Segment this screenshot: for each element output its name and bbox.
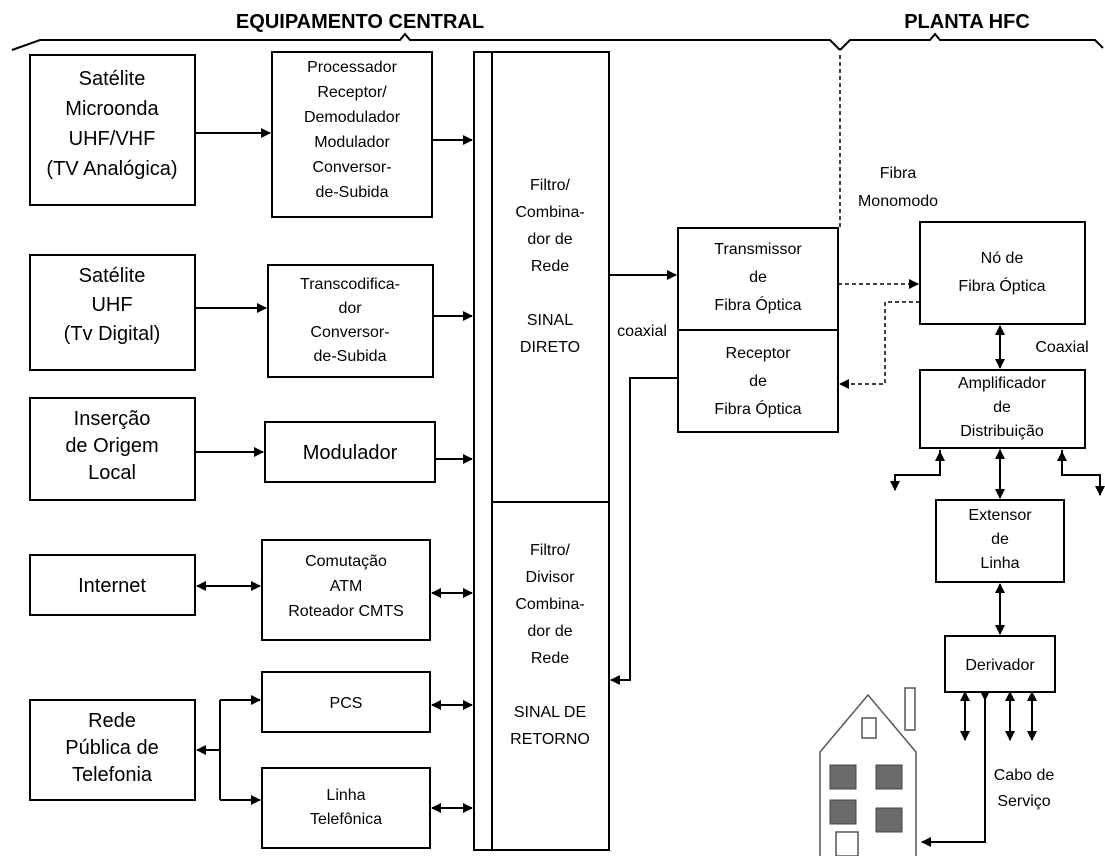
label-line: Extensor bbox=[968, 507, 1032, 524]
label-line: (TV Analógica) bbox=[46, 158, 177, 180]
label-line: de bbox=[993, 399, 1011, 416]
internet-label: Internet bbox=[78, 575, 146, 597]
header-hfc: PLANTA HFC bbox=[904, 11, 1030, 33]
label-line: Nó de bbox=[981, 250, 1024, 267]
label-line: Roteador CMTS bbox=[288, 603, 404, 620]
label-line: Satélite bbox=[79, 68, 146, 90]
label-line: UHF/VHF bbox=[69, 128, 156, 150]
label-line: Conversor- bbox=[312, 159, 391, 176]
phone-line-box bbox=[262, 768, 430, 848]
label-line: Rede bbox=[531, 650, 569, 667]
fiber-node-box bbox=[920, 222, 1085, 324]
label-line: Satélite bbox=[79, 265, 146, 287]
label-line: Linha bbox=[326, 787, 365, 804]
label-line: PCS bbox=[330, 695, 363, 712]
label-line: Amplificador bbox=[958, 375, 1047, 392]
label-line: SINAL bbox=[527, 312, 573, 329]
label-line: Fibra Óptica bbox=[714, 295, 801, 314]
label-line: Inserção bbox=[74, 408, 151, 430]
label-line: Local bbox=[88, 462, 136, 484]
label-line: Telefonia bbox=[72, 764, 153, 786]
label-line: de Origem bbox=[65, 435, 158, 457]
pcs-label: PCS bbox=[330, 695, 363, 712]
label-line: Transmissor bbox=[714, 241, 802, 258]
arrow-receiver-to-return bbox=[611, 378, 678, 680]
label-line: dor bbox=[338, 300, 362, 317]
label-line: Fibra Óptica bbox=[714, 399, 801, 418]
label-line: Derivador bbox=[965, 657, 1035, 674]
label-line: Monomodo bbox=[858, 193, 938, 210]
label-line: dor de bbox=[527, 623, 572, 640]
amplifier-right-branch bbox=[1062, 450, 1100, 495]
label-line: DIRETO bbox=[520, 339, 580, 356]
label-line: Receptor/ bbox=[317, 84, 387, 101]
label-line: de bbox=[749, 269, 767, 286]
label-line: UHF bbox=[91, 294, 132, 316]
label-line: Demodulador bbox=[304, 109, 401, 126]
label-line: Modulador bbox=[303, 442, 398, 464]
label-line: de-Subida bbox=[316, 184, 389, 201]
label-line: Internet bbox=[78, 575, 146, 597]
label-line: de-Subida bbox=[314, 348, 387, 365]
label-line: Microonda bbox=[65, 98, 159, 120]
label-line: Conversor- bbox=[310, 324, 389, 341]
label-line: Modulador bbox=[314, 134, 390, 151]
label-line: Comutação bbox=[305, 553, 387, 570]
label-line: Filtro/ bbox=[530, 542, 571, 559]
header-brace-central bbox=[12, 34, 840, 50]
label-line: Fibra bbox=[880, 165, 917, 182]
label-line: (Tv Digital) bbox=[64, 323, 161, 345]
label-line: Processador bbox=[307, 59, 397, 76]
label-line: Combina- bbox=[515, 204, 584, 221]
label-line: Divisor bbox=[526, 569, 576, 586]
hfc-coaxial-label: Coaxial bbox=[1035, 339, 1088, 356]
arrow-node-to-receiver bbox=[840, 302, 920, 384]
label-line: RETORNO bbox=[510, 731, 590, 748]
label-line: dor de bbox=[527, 231, 572, 248]
combiner-column-rail bbox=[474, 52, 492, 850]
label-line: Receptor bbox=[726, 345, 792, 362]
label-line: Combina- bbox=[515, 596, 584, 613]
tap-label: Derivador bbox=[965, 657, 1035, 674]
header-brace-hfc bbox=[840, 34, 1103, 50]
modulator-label: Modulador bbox=[303, 442, 398, 464]
label-line: Serviço bbox=[997, 793, 1050, 810]
label-line: Telefônica bbox=[310, 811, 382, 828]
label-line: de bbox=[991, 531, 1009, 548]
amplifier-left-branch bbox=[895, 450, 940, 490]
label-line: de bbox=[749, 373, 767, 390]
service-cable-line bbox=[922, 700, 985, 842]
label-line: Cabo de bbox=[994, 767, 1055, 784]
coaxial-label: coaxial bbox=[617, 323, 667, 340]
forward-combiner-box bbox=[492, 52, 609, 502]
house-icon bbox=[820, 688, 916, 856]
label-line: Pública de bbox=[65, 737, 158, 759]
label-line: Filtro/ bbox=[530, 177, 571, 194]
header-central: EQUIPAMENTO CENTRAL bbox=[236, 11, 484, 33]
label-line: SINAL DE bbox=[514, 704, 586, 721]
label-line: Linha bbox=[980, 555, 1019, 572]
label-line: ATM bbox=[330, 578, 363, 595]
label-line: Rede bbox=[88, 710, 136, 732]
label-line: Transcodifica- bbox=[300, 276, 400, 293]
label-line: Distribuição bbox=[960, 423, 1044, 440]
label-line: Fibra Óptica bbox=[958, 276, 1045, 295]
label-line: Rede bbox=[531, 258, 569, 275]
service-cable-label: Cabo de Serviço bbox=[994, 767, 1055, 810]
